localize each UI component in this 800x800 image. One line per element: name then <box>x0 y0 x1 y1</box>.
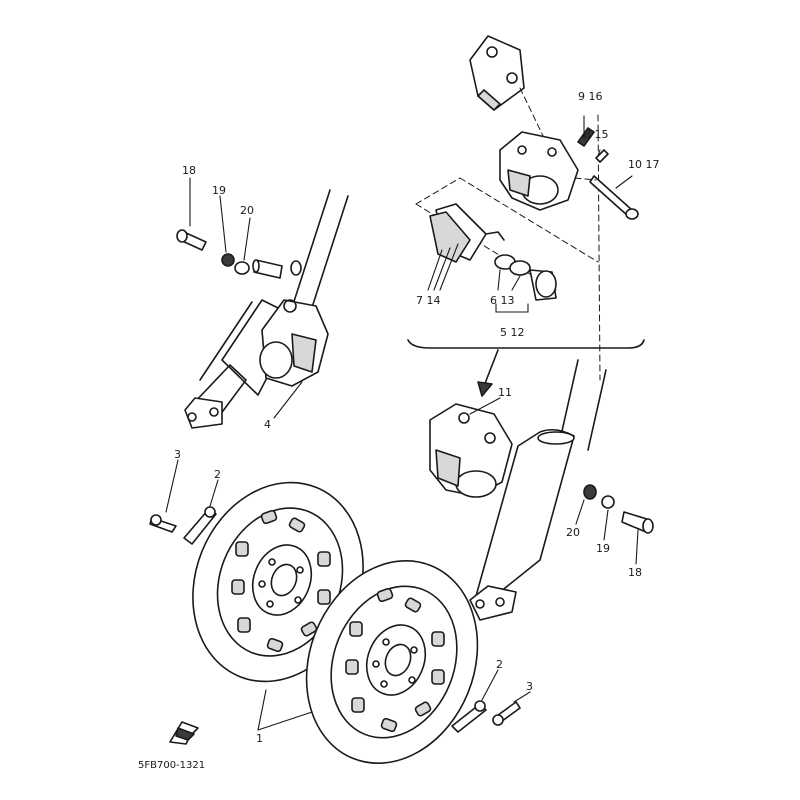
callout-7-14: 7 14 <box>416 294 441 307</box>
callout-20-left: 20 <box>240 204 254 217</box>
callout-19-left: 19 <box>212 184 226 197</box>
pad-piston-exploded-group <box>415 177 599 313</box>
callout-5-12: 5 12 <box>500 326 525 339</box>
caliper-bracket <box>469 35 546 141</box>
right-fork-tube <box>469 114 607 621</box>
callout-18-left: 18 <box>182 164 196 177</box>
callout-2-left: 2 <box>214 468 221 481</box>
left-fork-tube <box>184 189 349 429</box>
callout-leader-10 <box>615 175 633 189</box>
callout-3-left: 3 <box>174 448 181 461</box>
callout-4: 4 <box>264 418 271 431</box>
left-disc-bolts <box>149 459 219 545</box>
disc-callout-left <box>257 689 267 731</box>
drawing-code: 5FB700-1321 <box>138 760 205 771</box>
callout-1: 1 <box>256 732 263 745</box>
right-caliper-fasteners <box>575 484 654 565</box>
callout-9-16: 9 16 <box>578 90 603 103</box>
callout-8-15: 8 15 <box>584 128 609 141</box>
right-disc-bolts <box>451 669 531 733</box>
callout-leader-8 <box>597 149 601 157</box>
callout-3-right: 3 <box>526 680 533 693</box>
disc-callout-right <box>257 711 313 731</box>
left-caliper <box>259 299 329 419</box>
callout-6-13: 6 13 <box>490 294 515 307</box>
callout-19-right: 19 <box>596 542 610 555</box>
callout-2-right: 2 <box>496 658 503 671</box>
assembly-brace <box>407 339 645 397</box>
left-caliper-fasteners <box>176 177 302 279</box>
callout-20-right: 20 <box>566 526 580 539</box>
callout-11: 11 <box>498 386 512 399</box>
front-arrow-icon <box>169 721 199 745</box>
lower-right-caliper <box>429 397 513 498</box>
callout-10-17: 10 17 <box>628 158 660 171</box>
upper-right-caliper <box>499 127 639 220</box>
callout-18-right: 18 <box>628 566 642 579</box>
right-brake-disc <box>305 559 479 765</box>
